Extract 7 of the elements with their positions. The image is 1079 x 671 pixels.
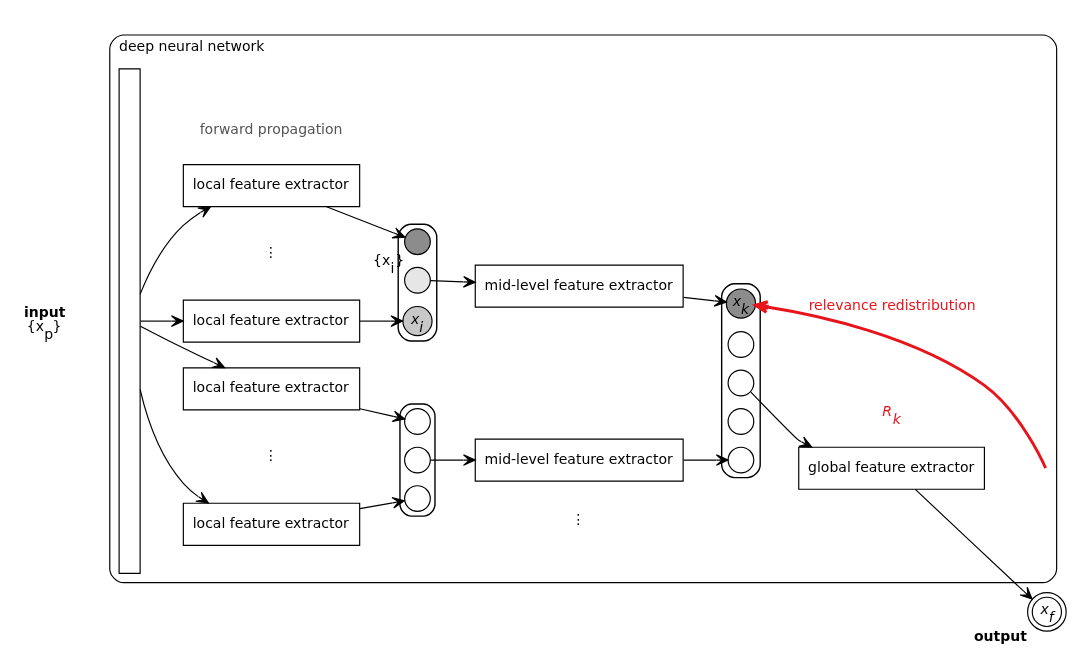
node-label: input (23, 303, 66, 320)
node-label: output (973, 627, 1027, 644)
label: forward propagation (199, 120, 343, 137)
label: ⋮ (571, 510, 586, 527)
label: ⋮ (263, 446, 278, 463)
edge-label: relevance redistribution (808, 296, 976, 313)
label: ⋮ (263, 243, 278, 260)
